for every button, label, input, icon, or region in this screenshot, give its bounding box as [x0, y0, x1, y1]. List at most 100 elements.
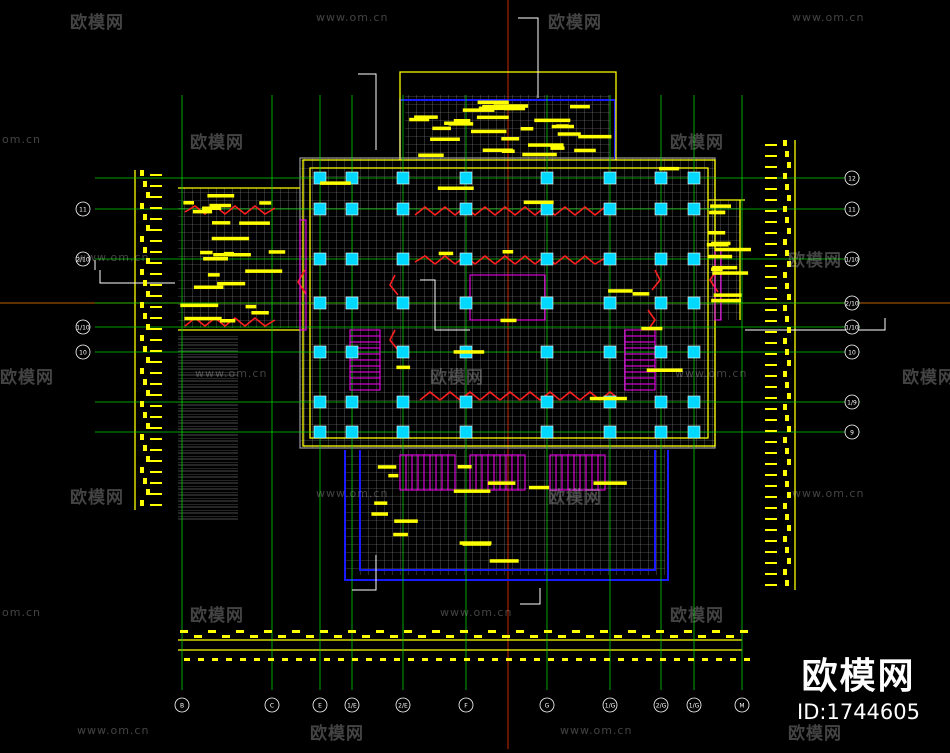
dimension-tick [785, 481, 789, 487]
axis-bubble: B [174, 697, 190, 713]
dimension-tick [143, 313, 147, 319]
annotation-text [608, 289, 633, 293]
structural-column [687, 395, 701, 409]
dimension-tick [618, 658, 624, 661]
dimension-tick [614, 635, 622, 638]
dimension-tick [150, 383, 162, 385]
dimension-tick [765, 507, 777, 509]
dimension-tick [150, 504, 162, 506]
dimension-tick [765, 177, 777, 179]
dimension-tick [787, 360, 791, 366]
dimension-tick [254, 658, 260, 661]
dimension-tick [783, 437, 787, 443]
annotation-text [570, 104, 590, 109]
dimension-tick [765, 452, 777, 454]
structural-column [345, 425, 359, 439]
dimension-tick [765, 551, 777, 553]
structural-column [345, 252, 359, 266]
axis-label: 1/G [605, 703, 616, 710]
annotation-text [487, 481, 516, 485]
dimension-tick [150, 361, 162, 363]
dimension-tick [534, 658, 540, 661]
dimension-tick [208, 630, 216, 633]
annotation-text [200, 250, 213, 255]
dimension-tick [604, 658, 610, 661]
axis-label: E [318, 703, 322, 710]
dimension-tick [150, 394, 162, 396]
axis-bubble: 1/10 [844, 251, 860, 267]
axis-label: C [270, 703, 274, 710]
dimension-tick [765, 298, 777, 300]
dimension-tick [765, 397, 777, 399]
dimension-tick [446, 635, 454, 638]
dimension-tick [787, 558, 791, 564]
dimension-tick [140, 236, 144, 242]
dimension-tick [146, 357, 150, 363]
dimension-tick [408, 658, 414, 661]
dimension-tick [146, 423, 150, 429]
dimension-tick [765, 232, 777, 234]
axis-label: 11 [79, 207, 87, 214]
annotation-text [453, 489, 491, 493]
dimension-tick [765, 419, 777, 421]
annotation-text [459, 541, 492, 545]
annotation-text [180, 303, 219, 308]
annotation-text [414, 115, 438, 119]
dimension-tick [150, 207, 162, 209]
dimension-tick [787, 492, 791, 498]
dimension-tick [380, 658, 386, 661]
dimension-tick [783, 536, 787, 542]
dimension-tick [143, 247, 147, 253]
annotation-text [471, 129, 507, 134]
dimension-tick [783, 140, 787, 146]
axis-bubble: 10 [75, 344, 91, 360]
dimension-tick [146, 225, 150, 231]
annotation-text [529, 485, 550, 490]
dimension-tick [236, 630, 244, 633]
dimension-tick [282, 658, 288, 661]
annotation-text [202, 206, 222, 210]
dimension-tick [783, 305, 787, 311]
structural-column [687, 252, 701, 266]
structural-column [313, 425, 327, 439]
dimension-tick [150, 306, 162, 308]
structural-column [540, 171, 554, 185]
annotation-text [522, 152, 557, 157]
dimension-tick [785, 349, 789, 355]
structural-column [459, 171, 473, 185]
dimension-tick [787, 294, 791, 300]
dimension-tick [765, 430, 777, 432]
annotation-text [589, 396, 627, 401]
structural-column [459, 395, 473, 409]
dimension-tick [765, 221, 777, 223]
annotation-text [245, 304, 257, 309]
dimension-tick [150, 174, 162, 176]
axis-bubble: 2/E [395, 697, 411, 713]
annotation-text [184, 316, 222, 321]
axis-bubble: 11 [844, 201, 860, 217]
dimension-tick [150, 196, 162, 198]
annotation-text [394, 519, 418, 523]
structural-column [459, 202, 473, 216]
annotation-text [220, 319, 236, 323]
dimension-tick [765, 254, 777, 256]
dimension-tick [150, 405, 162, 407]
dimension-tick [150, 460, 162, 462]
dimension-tick [140, 434, 144, 440]
axis-bubble: C [264, 697, 280, 713]
dimension-tick [516, 630, 524, 633]
axis-bubble: 2/G [653, 697, 669, 713]
annotation-text [482, 148, 513, 152]
dimension-tick [150, 229, 162, 231]
dimension-tick [150, 273, 162, 275]
axis-label: 10 [79, 350, 87, 357]
dimension-tick [785, 382, 789, 388]
dimension-tick [146, 324, 150, 330]
structural-column [603, 345, 617, 359]
annotation-text [504, 106, 526, 111]
dimension-tick [492, 658, 498, 661]
annotation-text [444, 121, 455, 125]
dimension-tick [544, 630, 552, 633]
